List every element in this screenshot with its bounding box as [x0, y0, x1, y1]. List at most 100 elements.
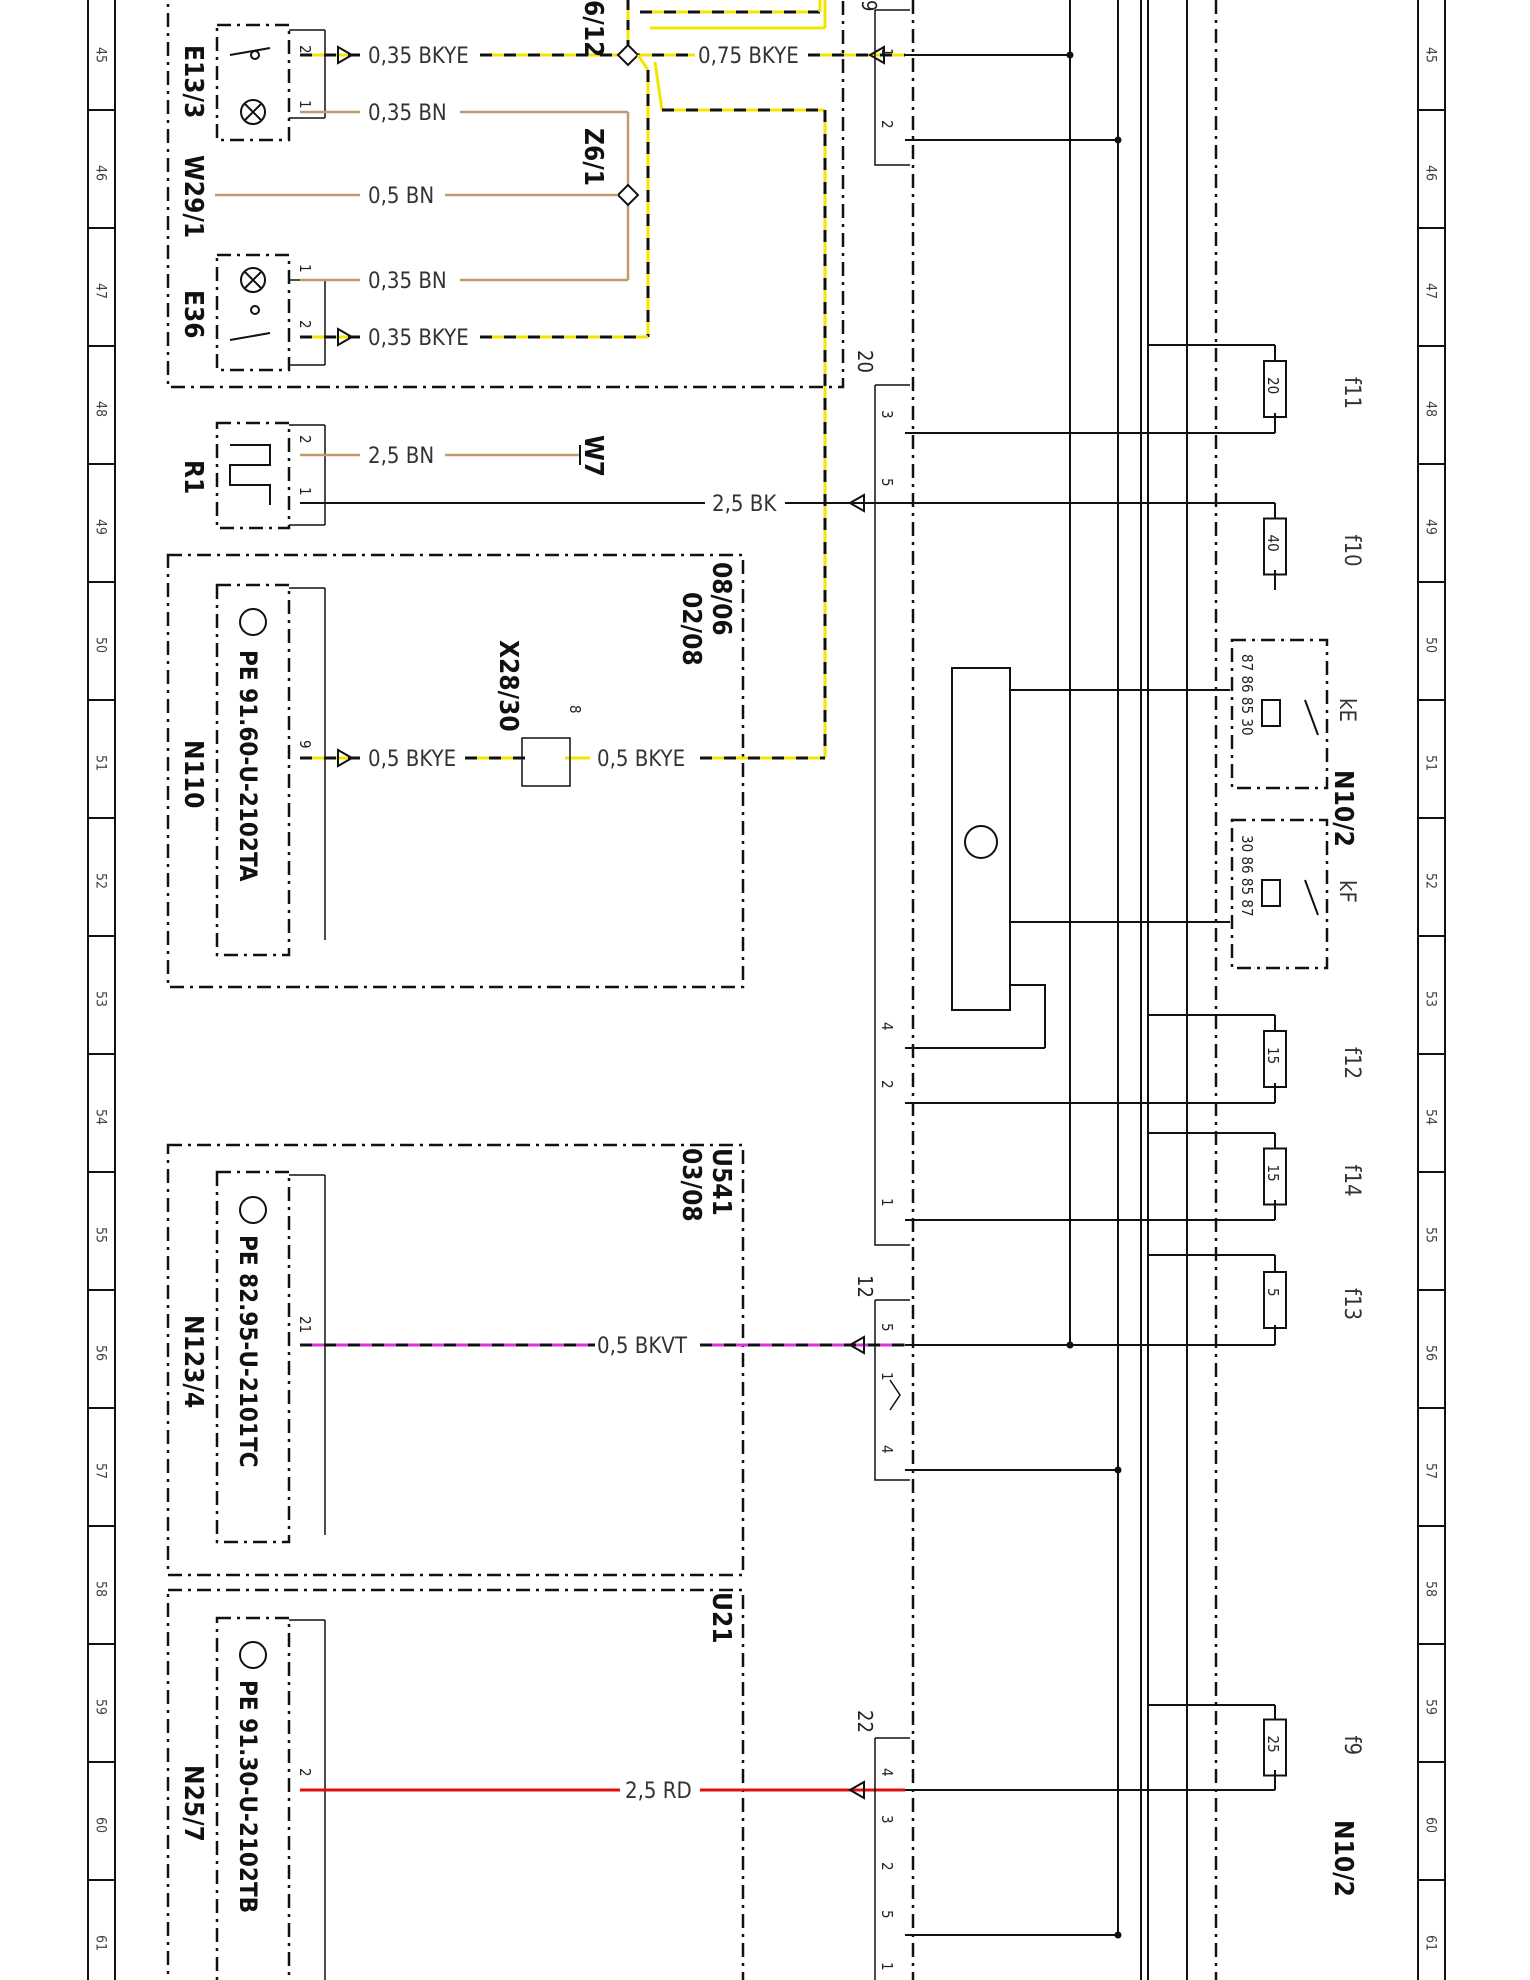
wire-r1-bn: 2,5 BN W7 — [300, 435, 608, 477]
left-ruler-number: 59 — [93, 1699, 109, 1715]
fuse-name: f12 — [1339, 1047, 1364, 1079]
right-ruler-number: 50 — [1423, 637, 1439, 653]
left-ruler-number: 52 — [93, 873, 109, 889]
left-ruler-number: 48 — [93, 401, 109, 417]
r1-component: 2 1 R1 — [178, 421, 326, 530]
right-ruler-number: 48 — [1423, 401, 1439, 417]
svg-text:1: 1 — [296, 264, 314, 273]
svg-text:9: 9 — [857, 0, 881, 11]
svg-text:2: 2 — [296, 45, 314, 54]
n25-7-module: 2 PE 91.30-U-2102TB N25/7 — [178, 1616, 326, 1980]
svg-text:5: 5 — [878, 1910, 896, 1919]
svg-text:1: 1 — [878, 1372, 896, 1381]
svg-text:kE: kE — [1334, 698, 1359, 722]
fuse-value: 15 — [1264, 1165, 1282, 1182]
z6-1-splice: Z6/1 — [578, 128, 640, 207]
x28-30-label: X28/30 — [493, 640, 523, 732]
svg-text:0,5 BKYE: 0,5 BKYE — [597, 747, 685, 772]
fuse-name: f10 — [1339, 535, 1364, 567]
right-ruler-number: 58 — [1423, 1581, 1439, 1597]
left-ruler-number: 53 — [93, 991, 109, 1007]
relay-ke: 87 86 85 30 kE — [1230, 638, 1359, 790]
svg-text:Z6/1: Z6/1 — [578, 128, 608, 186]
svg-text:9: 9 — [296, 740, 314, 749]
connector-22: 22 4 3 2 5 1 — [853, 1710, 910, 1980]
n110-part-number: PE 91.60-U-2102TA — [234, 650, 262, 882]
svg-text:0,35 BN: 0,35 BN — [368, 101, 447, 126]
wire-e13-bkye: 0,35 BKYE — [300, 44, 618, 69]
svg-text:0,35 BN: 0,35 BN — [368, 269, 447, 294]
svg-text:2,5 BN: 2,5 BN — [368, 444, 434, 469]
svg-text:2: 2 — [878, 1080, 896, 1089]
lamp-group-box — [166, 0, 845, 389]
n110-date-b: 02/08 — [676, 592, 706, 666]
n110-date-a: 08/06 — [706, 562, 736, 636]
right-ruler-number: 49 — [1423, 519, 1439, 535]
fuse-name: f9 — [1339, 1736, 1364, 1756]
svg-text:0,75 BKYE: 0,75 BKYE — [698, 44, 799, 69]
svg-text:2,5 BK: 2,5 BK — [712, 492, 777, 517]
u21-label: U21 — [706, 1592, 736, 1644]
fuse-value: 40 — [1264, 535, 1282, 552]
left-ruler-number: 51 — [93, 755, 109, 771]
svg-text:3: 3 — [878, 1815, 896, 1824]
right-ruler-number: 53 — [1423, 991, 1439, 1007]
left-ruler-number: 46 — [93, 165, 109, 181]
svg-text:6/12: 6/12 — [578, 0, 608, 57]
e36-label: E36 — [178, 290, 208, 339]
connector-20: 20 3 5 4 2 1 — [853, 350, 910, 1246]
left-ruler-number: 45 — [93, 47, 109, 63]
n10-2-top-label: N10/2 — [1328, 770, 1358, 847]
svg-text:1: 1 — [296, 487, 314, 496]
left-ruler-number: 54 — [93, 1109, 109, 1125]
fuse-value: 15 — [1264, 1047, 1282, 1064]
n123-date: 03/08 — [676, 1148, 706, 1222]
fuse-value: 5 — [1264, 1288, 1282, 1297]
n123-4-part-number: PE 82.95-U-2101TC — [234, 1235, 262, 1468]
connector-12: 12 5 1 4 — [853, 1275, 910, 1481]
relay-kf: 30 86 85 87 kF — [1230, 818, 1359, 970]
right-ruler-number: 47 — [1423, 283, 1439, 299]
fusebox-internal-wires — [905, 51, 1275, 1939]
right-ruler-number: 45 — [1423, 47, 1439, 63]
svg-text:2: 2 — [296, 435, 314, 444]
e36-component: 1 2 E36 — [178, 253, 326, 372]
n25-7-label: N25/7 — [178, 1765, 208, 1842]
left-ruler-number: 47 — [93, 283, 109, 299]
fuse-f12: 15 f12 — [1148, 1014, 1364, 1103]
svg-text:2: 2 — [296, 320, 314, 329]
svg-text:1: 1 — [878, 1962, 896, 1971]
svg-text:2,5 RD: 2,5 RD — [625, 1779, 692, 1804]
e13-3-label: E13/3 — [178, 45, 208, 118]
right-ruler-number: 59 — [1423, 1699, 1439, 1715]
svg-text:3: 3 — [878, 410, 896, 419]
fuse-name: f11 — [1339, 377, 1364, 409]
right-ruler-number: 60 — [1423, 1817, 1439, 1833]
right-ruler-number: 57 — [1423, 1463, 1439, 1479]
right-ruler-number: 56 — [1423, 1345, 1439, 1361]
svg-text:1: 1 — [878, 48, 896, 57]
n123-box — [166, 1143, 745, 1577]
fuse-name: f13 — [1339, 1288, 1364, 1320]
u541-label: U541 — [706, 1148, 736, 1216]
wire-075-bkye: 0,75 BKYE — [628, 44, 905, 69]
svg-text:2: 2 — [296, 1768, 314, 1777]
svg-text:12: 12 — [853, 1275, 877, 1298]
e13-3-component: 2 1 E13/3 — [178, 23, 326, 142]
n123-4-module: 21 PE 82.95-U-2101TC N123/4 — [178, 1170, 326, 1544]
left-ruler-number: 61 — [93, 1935, 109, 1951]
svg-text:1: 1 — [296, 100, 314, 109]
svg-text:4: 4 — [878, 1445, 896, 1454]
wire-n25-rd: 2,5 RD — [300, 1779, 905, 1804]
n25-7-part-number: PE 91.30-U-2102TB — [234, 1680, 262, 1913]
right-ruler-number: 52 — [1423, 873, 1439, 889]
svg-text:30 86 85 87: 30 86 85 87 — [1238, 835, 1256, 917]
wire-e36-bkye: 0,35 BKYE — [300, 326, 648, 351]
